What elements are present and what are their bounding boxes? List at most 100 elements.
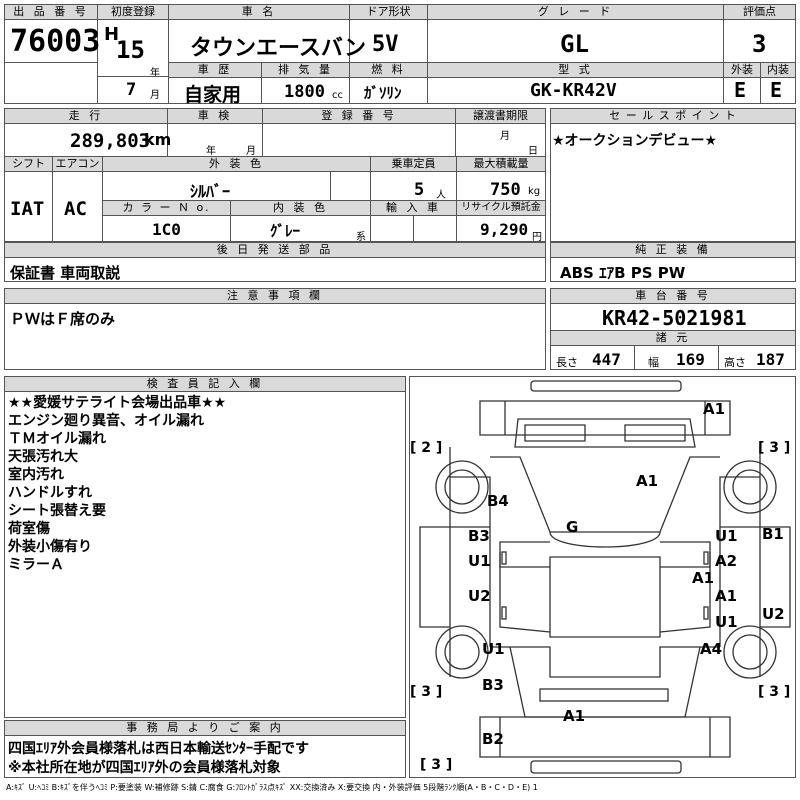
- mark-bracket-2: [ 2 ]: [410, 440, 443, 456]
- inspector-block: [4, 376, 406, 718]
- inspection-label: 車 検: [168, 109, 262, 124]
- later-parts-label: 後 日 発 送 部 品: [5, 243, 545, 258]
- shift: IAT: [10, 198, 45, 220]
- max-load-unit: kg: [528, 186, 541, 197]
- car-diagram: [409, 376, 796, 778]
- door-type: 5V: [372, 32, 399, 57]
- transfer-month-unit: 月: [500, 131, 510, 142]
- mark-b4: B4: [487, 492, 509, 510]
- lot-label: 出 品 番 号: [5, 5, 97, 20]
- import-label: 輸 入 車: [371, 201, 456, 216]
- mark-b3-left: B3: [468, 527, 490, 545]
- length: 447: [592, 350, 621, 369]
- ext-color: ｼﾙﾊﾞｰ: [190, 182, 231, 201]
- sales-point-label: セ ー ル ス ポ イ ン ト: [551, 109, 795, 124]
- car-name-label: 車 名: [169, 5, 349, 20]
- inspector-line: 室内汚れ: [8, 467, 64, 483]
- chassis-no: KR42-5021981: [602, 306, 747, 330]
- office-line-1: 四国ｴﾘｱ外会員様落札は西日本輸送ｾﾝﾀｰ手配です: [8, 741, 309, 757]
- inspector-line: ★★愛媛サテライト会場出品車★★: [8, 395, 227, 411]
- mark-u1-right-upper: U1: [715, 527, 738, 545]
- mark-a4: A4: [700, 640, 723, 658]
- mark-bracket-3-bl: [ 3 ]: [410, 684, 443, 700]
- int-color-label: 内 装 色: [231, 201, 370, 216]
- height-label: 高さ: [724, 356, 746, 369]
- year-unit: 年: [150, 68, 160, 79]
- capacity-label: 乗車定員: [371, 157, 456, 172]
- inspector-line: ＴＭオイル漏れ: [8, 431, 106, 447]
- model-label: 型 式: [428, 63, 723, 78]
- exterior-score: E: [734, 78, 747, 102]
- inspector-line: 外装小傷有り: [8, 539, 92, 555]
- grade: GL: [560, 30, 589, 58]
- office-line-2: ※本社所在地が四国ｴﾘｱ外の会員様落札対象: [8, 760, 281, 776]
- inspector-line: エンジン廻り異音、オイル漏れ: [8, 413, 204, 429]
- car-outline: [419, 380, 791, 774]
- displacement-unit: cc: [332, 90, 343, 101]
- mark-b1: B1: [762, 525, 784, 543]
- later-parts: 保証書 車両取説: [10, 264, 121, 282]
- equipment: ABS ｴｱB PS PW: [560, 264, 686, 282]
- mileage-unit: km: [144, 130, 172, 149]
- inspection-year-unit: 年: [206, 146, 216, 157]
- reg-year: 15: [116, 36, 145, 64]
- length-label: 長さ: [556, 356, 578, 369]
- capacity-unit: 人: [436, 190, 446, 201]
- office-label: 事 務 局 よ り ご 案 内: [5, 721, 405, 736]
- shift-label: シフト: [5, 157, 52, 172]
- mark-a2: A2: [715, 552, 738, 570]
- grade-label: グ レ ー ド: [428, 5, 723, 20]
- fuel-label: 燃 料: [350, 63, 427, 78]
- header-block: [4, 4, 796, 104]
- sales-point-block: [550, 108, 796, 242]
- mark-u1-right-lower: U1: [715, 613, 738, 631]
- chassis-label: 車 台 番 号: [551, 289, 795, 304]
- mark-b3-lower: B3: [482, 676, 504, 694]
- mark-a1-right-mid: A1: [692, 569, 715, 587]
- lot-number: 76003: [10, 24, 101, 59]
- history-label: 車 歴: [169, 63, 261, 78]
- color-no-label: カ ラ ー Ｎ o.: [103, 201, 230, 216]
- exterior-label: 外装: [724, 63, 760, 78]
- max-load-label: 最大積載量: [457, 157, 545, 172]
- mileage: 289,803: [70, 130, 151, 152]
- mark-u2-right: U2: [762, 605, 785, 623]
- displacement: 1800: [284, 82, 325, 102]
- sales-point: ★オークションデビュー★: [552, 133, 718, 149]
- mark-u2-left: U2: [468, 587, 491, 605]
- displacement-label: 排 気 量: [262, 63, 349, 78]
- history: 自家用: [184, 84, 242, 106]
- inspector-line: 荷室傷: [8, 521, 50, 537]
- mark-a1-right-lower: A1: [715, 587, 738, 605]
- inspector-line: ハンドルすれ: [8, 485, 92, 501]
- mark-bracket-3-br: [ 3 ]: [758, 684, 791, 700]
- recycle-fee: 9,290: [480, 220, 529, 239]
- inspection-month-unit: 月: [246, 146, 256, 157]
- interior-label: 内装: [761, 63, 795, 78]
- height: 187: [756, 350, 785, 369]
- door-label: ドア形状: [350, 5, 427, 20]
- month-unit: 月: [150, 90, 160, 101]
- transfer-day-unit: 日: [528, 146, 538, 157]
- width-label: 幅: [648, 356, 659, 369]
- first-reg-label: 初度登録: [98, 5, 168, 20]
- mark-u1-left-upper: U1: [468, 552, 491, 570]
- recycle-unit: 円: [532, 232, 542, 243]
- mark-b2: B2: [482, 730, 504, 748]
- inspector-line: シート張替え要: [8, 503, 106, 519]
- interior-score: E: [770, 78, 783, 102]
- int-color: ｸﾞﾚｰ: [270, 222, 301, 240]
- ac-label: エアコン: [53, 157, 102, 172]
- mark-bracket-3-bottom: [ 3 ]: [420, 757, 453, 773]
- mark-a1-hood: A1: [636, 472, 659, 490]
- notes: ＰＷはＦ席のみ: [10, 310, 116, 328]
- mark-a1-rear: A1: [563, 707, 586, 725]
- inspector-line: 天張汚れ大: [8, 449, 78, 465]
- int-color-unit: 系: [356, 232, 366, 243]
- car-name: タウンエースバン: [190, 36, 367, 61]
- capacity: 5: [414, 180, 425, 200]
- fuel: ｶﾞｿﾘﾝ: [364, 84, 402, 102]
- spec-label: 諸 元: [551, 331, 795, 346]
- score: 3: [752, 30, 767, 58]
- mark-bracket-3-tr: [ 3 ]: [758, 440, 791, 456]
